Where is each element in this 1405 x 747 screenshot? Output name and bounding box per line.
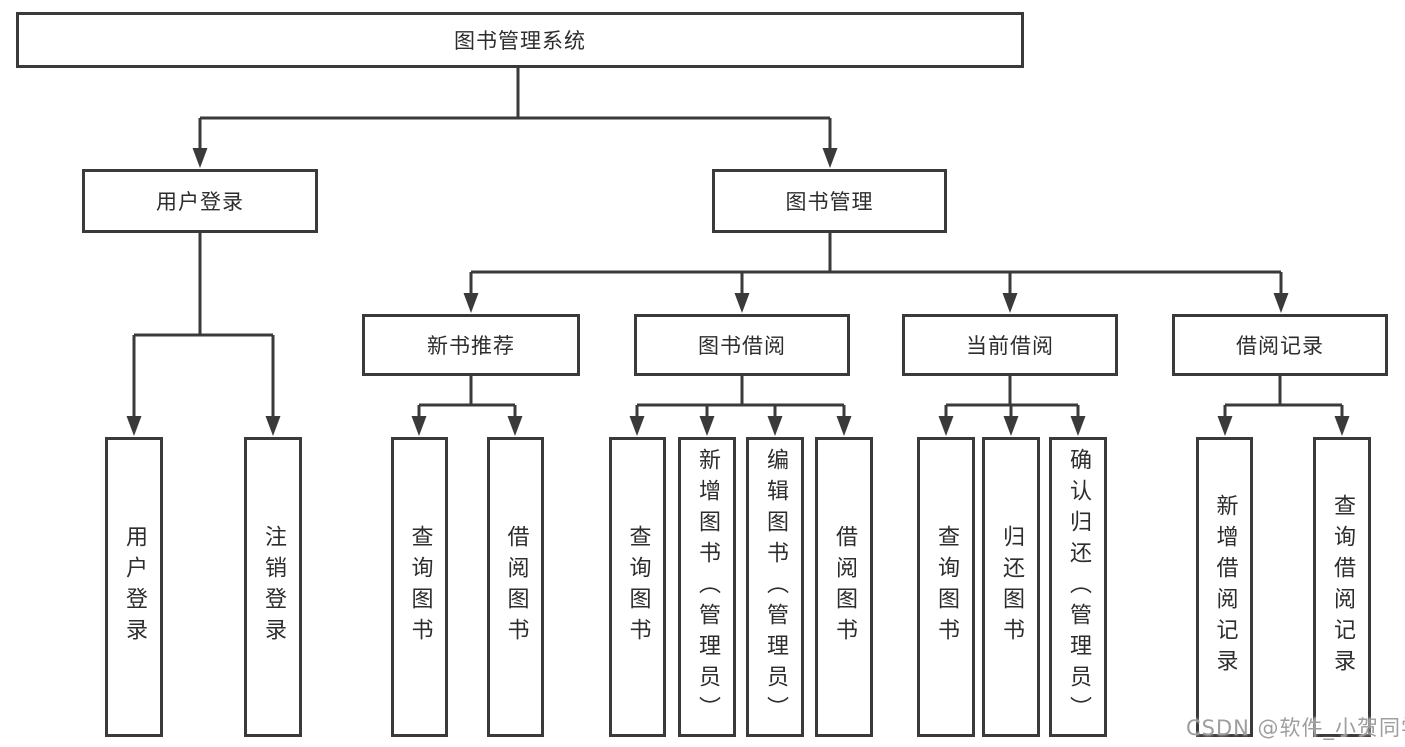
leaf-borrow-books-1-label: 借阅图书 bbox=[503, 525, 529, 649]
leaf-borrow-books-1: 借阅图书 bbox=[487, 437, 544, 737]
leaf-query-books-1: 查询图书 bbox=[391, 437, 448, 737]
leaf-return-books-label: 归还图书 bbox=[999, 525, 1024, 649]
leaf-borrow-books-2: 借阅图书 bbox=[815, 437, 873, 737]
node-book-management-label: 图书管理 bbox=[785, 190, 874, 214]
node-root: 图书管理系统 bbox=[16, 12, 1024, 68]
leaf-return-books: 归还图书 bbox=[982, 437, 1040, 737]
edges-user-login bbox=[126, 233, 281, 436]
leaf-add-borrow-record-label: 新增借阅记录 bbox=[1212, 494, 1238, 680]
edges-new-book-recommend bbox=[411, 376, 523, 436]
node-root-label: 图书管理系统 bbox=[454, 29, 586, 53]
leaf-query-borrow-record: 查询借阅记录 bbox=[1313, 437, 1371, 737]
leaf-query-books-1-label: 查询图书 bbox=[407, 525, 433, 649]
node-current-borrowing: 当前借阅 bbox=[902, 314, 1118, 376]
edges-current-borrowing bbox=[938, 376, 1086, 436]
leaf-query-borrow-record-label: 查询借阅记录 bbox=[1330, 494, 1355, 680]
node-book-management: 图书管理 bbox=[712, 169, 947, 233]
node-borrowing-records: 借阅记录 bbox=[1172, 314, 1388, 376]
leaf-add-book-admin: 新增图书（管理员） bbox=[678, 437, 736, 737]
leaf-edit-book-admin-label: 编辑图书（管理员） bbox=[763, 447, 788, 727]
leaf-logout: 注销登录 bbox=[244, 437, 302, 737]
leaf-confirm-return-admin: 确认归还（管理员） bbox=[1049, 437, 1107, 737]
leaf-query-books-3-label: 查询图书 bbox=[934, 525, 959, 649]
leaf-edit-book-admin: 编辑图书（管理员） bbox=[746, 437, 804, 737]
csdn-watermark: CSDN @软件_小贺同学 bbox=[1186, 716, 1405, 740]
edges-borrowing-records bbox=[1217, 376, 1350, 436]
leaf-user-login: 用户登录 bbox=[105, 437, 163, 737]
node-user-login-label: 用户登录 bbox=[156, 190, 244, 214]
node-borrowing-records-label: 借阅记录 bbox=[1236, 334, 1324, 358]
leaf-confirm-return-admin-label: 确认归还（管理员） bbox=[1066, 447, 1091, 727]
leaf-query-books-3: 查询图书 bbox=[917, 437, 975, 737]
edges-root bbox=[192, 68, 838, 168]
edges-book-management bbox=[463, 233, 1289, 313]
leaf-logout-label: 注销登录 bbox=[261, 525, 286, 649]
node-current-borrowing-label: 当前借阅 bbox=[966, 334, 1054, 358]
node-new-book-recommend-label: 新书推荐 bbox=[427, 334, 515, 358]
leaf-borrow-books-2-label: 借阅图书 bbox=[832, 525, 857, 649]
node-new-book-recommend: 新书推荐 bbox=[362, 314, 580, 376]
edges-book-borrowing bbox=[629, 376, 852, 436]
leaf-user-login-label: 用户登录 bbox=[122, 525, 147, 649]
node-book-borrowing-label: 图书借阅 bbox=[698, 334, 786, 358]
node-book-borrowing: 图书借阅 bbox=[634, 314, 850, 376]
node-user-login: 用户登录 bbox=[82, 169, 318, 233]
leaf-query-books-2: 查询图书 bbox=[609, 437, 666, 737]
leaf-add-book-admin-label: 新增图书（管理员） bbox=[695, 447, 720, 727]
leaf-add-borrow-record: 新增借阅记录 bbox=[1196, 437, 1253, 737]
leaf-query-books-2-label: 查询图书 bbox=[625, 525, 651, 649]
